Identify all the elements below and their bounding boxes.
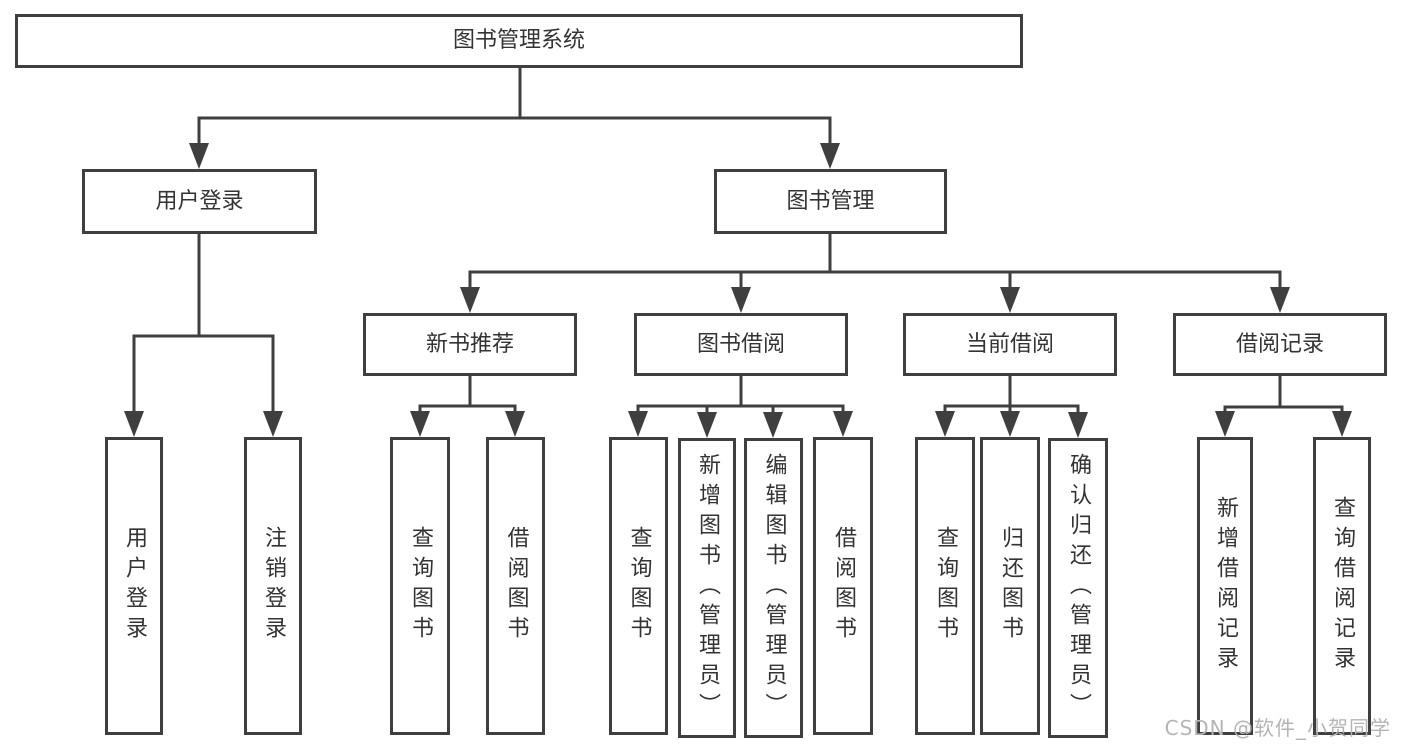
node-leaf-add-borrow-record: 新增借阅记录	[1197, 437, 1253, 735]
watermark: CSDN @软件_小贺同学	[1164, 716, 1391, 740]
node-label-leaf-edit-books-admin: 编辑图书（管理员）	[761, 453, 787, 723]
node-label-user-login: 用户登录	[155, 188, 244, 214]
arrowhead-icon-records-split-1	[1332, 411, 1352, 437]
node-leaf-borrow-books-borrow: 借阅图书	[813, 437, 873, 735]
node-leaf-borrow-books-recommend: 借阅图书	[486, 437, 545, 735]
arrowhead-icon-current-split-0	[935, 411, 955, 437]
node-current-borrowing: 当前借阅	[903, 313, 1117, 376]
node-label-leaf-borrow-books-borrow: 借阅图书	[831, 526, 856, 646]
node-label-book-borrowing: 图书借阅	[696, 331, 785, 357]
node-user-login: 用户登录	[82, 169, 317, 234]
node-leaf-user-login: 用户登录	[105, 437, 163, 735]
node-leaf-query-books-borrow: 查询图书	[609, 437, 668, 735]
arrowhead-icon-recommend-split-0	[410, 411, 430, 437]
node-leaf-logout: 注销登录	[244, 437, 302, 735]
node-label-borrowing-records: 借阅记录	[1235, 331, 1324, 357]
node-leaf-query-books-current: 查询图书	[915, 437, 975, 735]
arrowhead-icon-root-split-1	[820, 143, 840, 169]
arrowhead-icon-borrowing-split-3	[833, 411, 853, 437]
node-label-current-borrowing: 当前借阅	[965, 331, 1054, 357]
arrowhead-icon-root-split-0	[189, 143, 209, 169]
node-library-management-system: 图书管理系统	[15, 14, 1023, 68]
node-label-leaf-query-borrow-record: 查询借阅记录	[1330, 496, 1355, 676]
arrowhead-icon-borrowing-split-0	[628, 411, 648, 437]
arrowhead-icon-book-management-split-3	[1270, 287, 1290, 313]
node-label-leaf-confirm-return-admin: 确认归还（管理员）	[1066, 453, 1091, 723]
node-leaf-edit-books-admin: 编辑图书（管理员）	[744, 438, 803, 738]
arrowhead-icon-user-login-split-0	[124, 411, 144, 437]
node-book-borrowing: 图书借阅	[634, 313, 848, 376]
node-book-management: 图书管理	[714, 169, 947, 234]
arrowhead-icon-borrowing-split-1	[697, 412, 717, 438]
node-leaf-return-books: 归还图书	[980, 437, 1040, 735]
node-leaf-query-books-recommend: 查询图书	[390, 437, 450, 735]
node-new-book-recommendation: 新书推荐	[363, 313, 577, 376]
node-label-library-management-system: 图书管理系统	[452, 28, 585, 53]
node-label-book-management: 图书管理	[786, 188, 875, 214]
node-label-leaf-logout: 注销登录	[261, 526, 286, 646]
arrowhead-icon-borrowing-split-2	[763, 412, 783, 438]
node-label-leaf-borrow-books-recommend: 借阅图书	[503, 526, 529, 646]
node-label-new-book-recommendation: 新书推荐	[425, 331, 514, 357]
node-label-leaf-user-login: 用户登录	[122, 526, 147, 646]
node-borrowing-records: 借阅记录	[1173, 313, 1387, 376]
arrowhead-icon-book-management-split-1	[731, 287, 751, 313]
node-leaf-add-books-admin: 新增图书（管理员）	[678, 438, 736, 738]
node-label-leaf-query-books-borrow: 查询图书	[626, 526, 652, 646]
node-label-leaf-add-borrow-record: 新增借阅记录	[1213, 496, 1238, 676]
node-leaf-confirm-return-admin: 确认归还（管理员）	[1048, 438, 1108, 738]
arrowhead-icon-book-management-split-2	[1000, 287, 1020, 313]
arrowhead-icon-recommend-split-1	[505, 411, 525, 437]
node-leaf-query-borrow-record: 查询借阅记录	[1313, 437, 1371, 735]
arrowhead-icon-user-login-split-1	[263, 411, 283, 437]
node-label-leaf-query-books-recommend: 查询图书	[408, 526, 433, 646]
node-label-leaf-query-books-current: 查询图书	[933, 526, 958, 646]
arrowhead-icon-current-split-1	[1000, 411, 1020, 437]
arrowhead-icon-current-split-2	[1068, 412, 1088, 438]
node-label-leaf-add-books-admin: 新增图书（管理员）	[695, 453, 720, 723]
node-label-leaf-return-books: 归还图书	[998, 526, 1023, 646]
arrowhead-icon-records-split-0	[1215, 411, 1235, 437]
arrowhead-icon-book-management-split-0	[460, 287, 480, 313]
